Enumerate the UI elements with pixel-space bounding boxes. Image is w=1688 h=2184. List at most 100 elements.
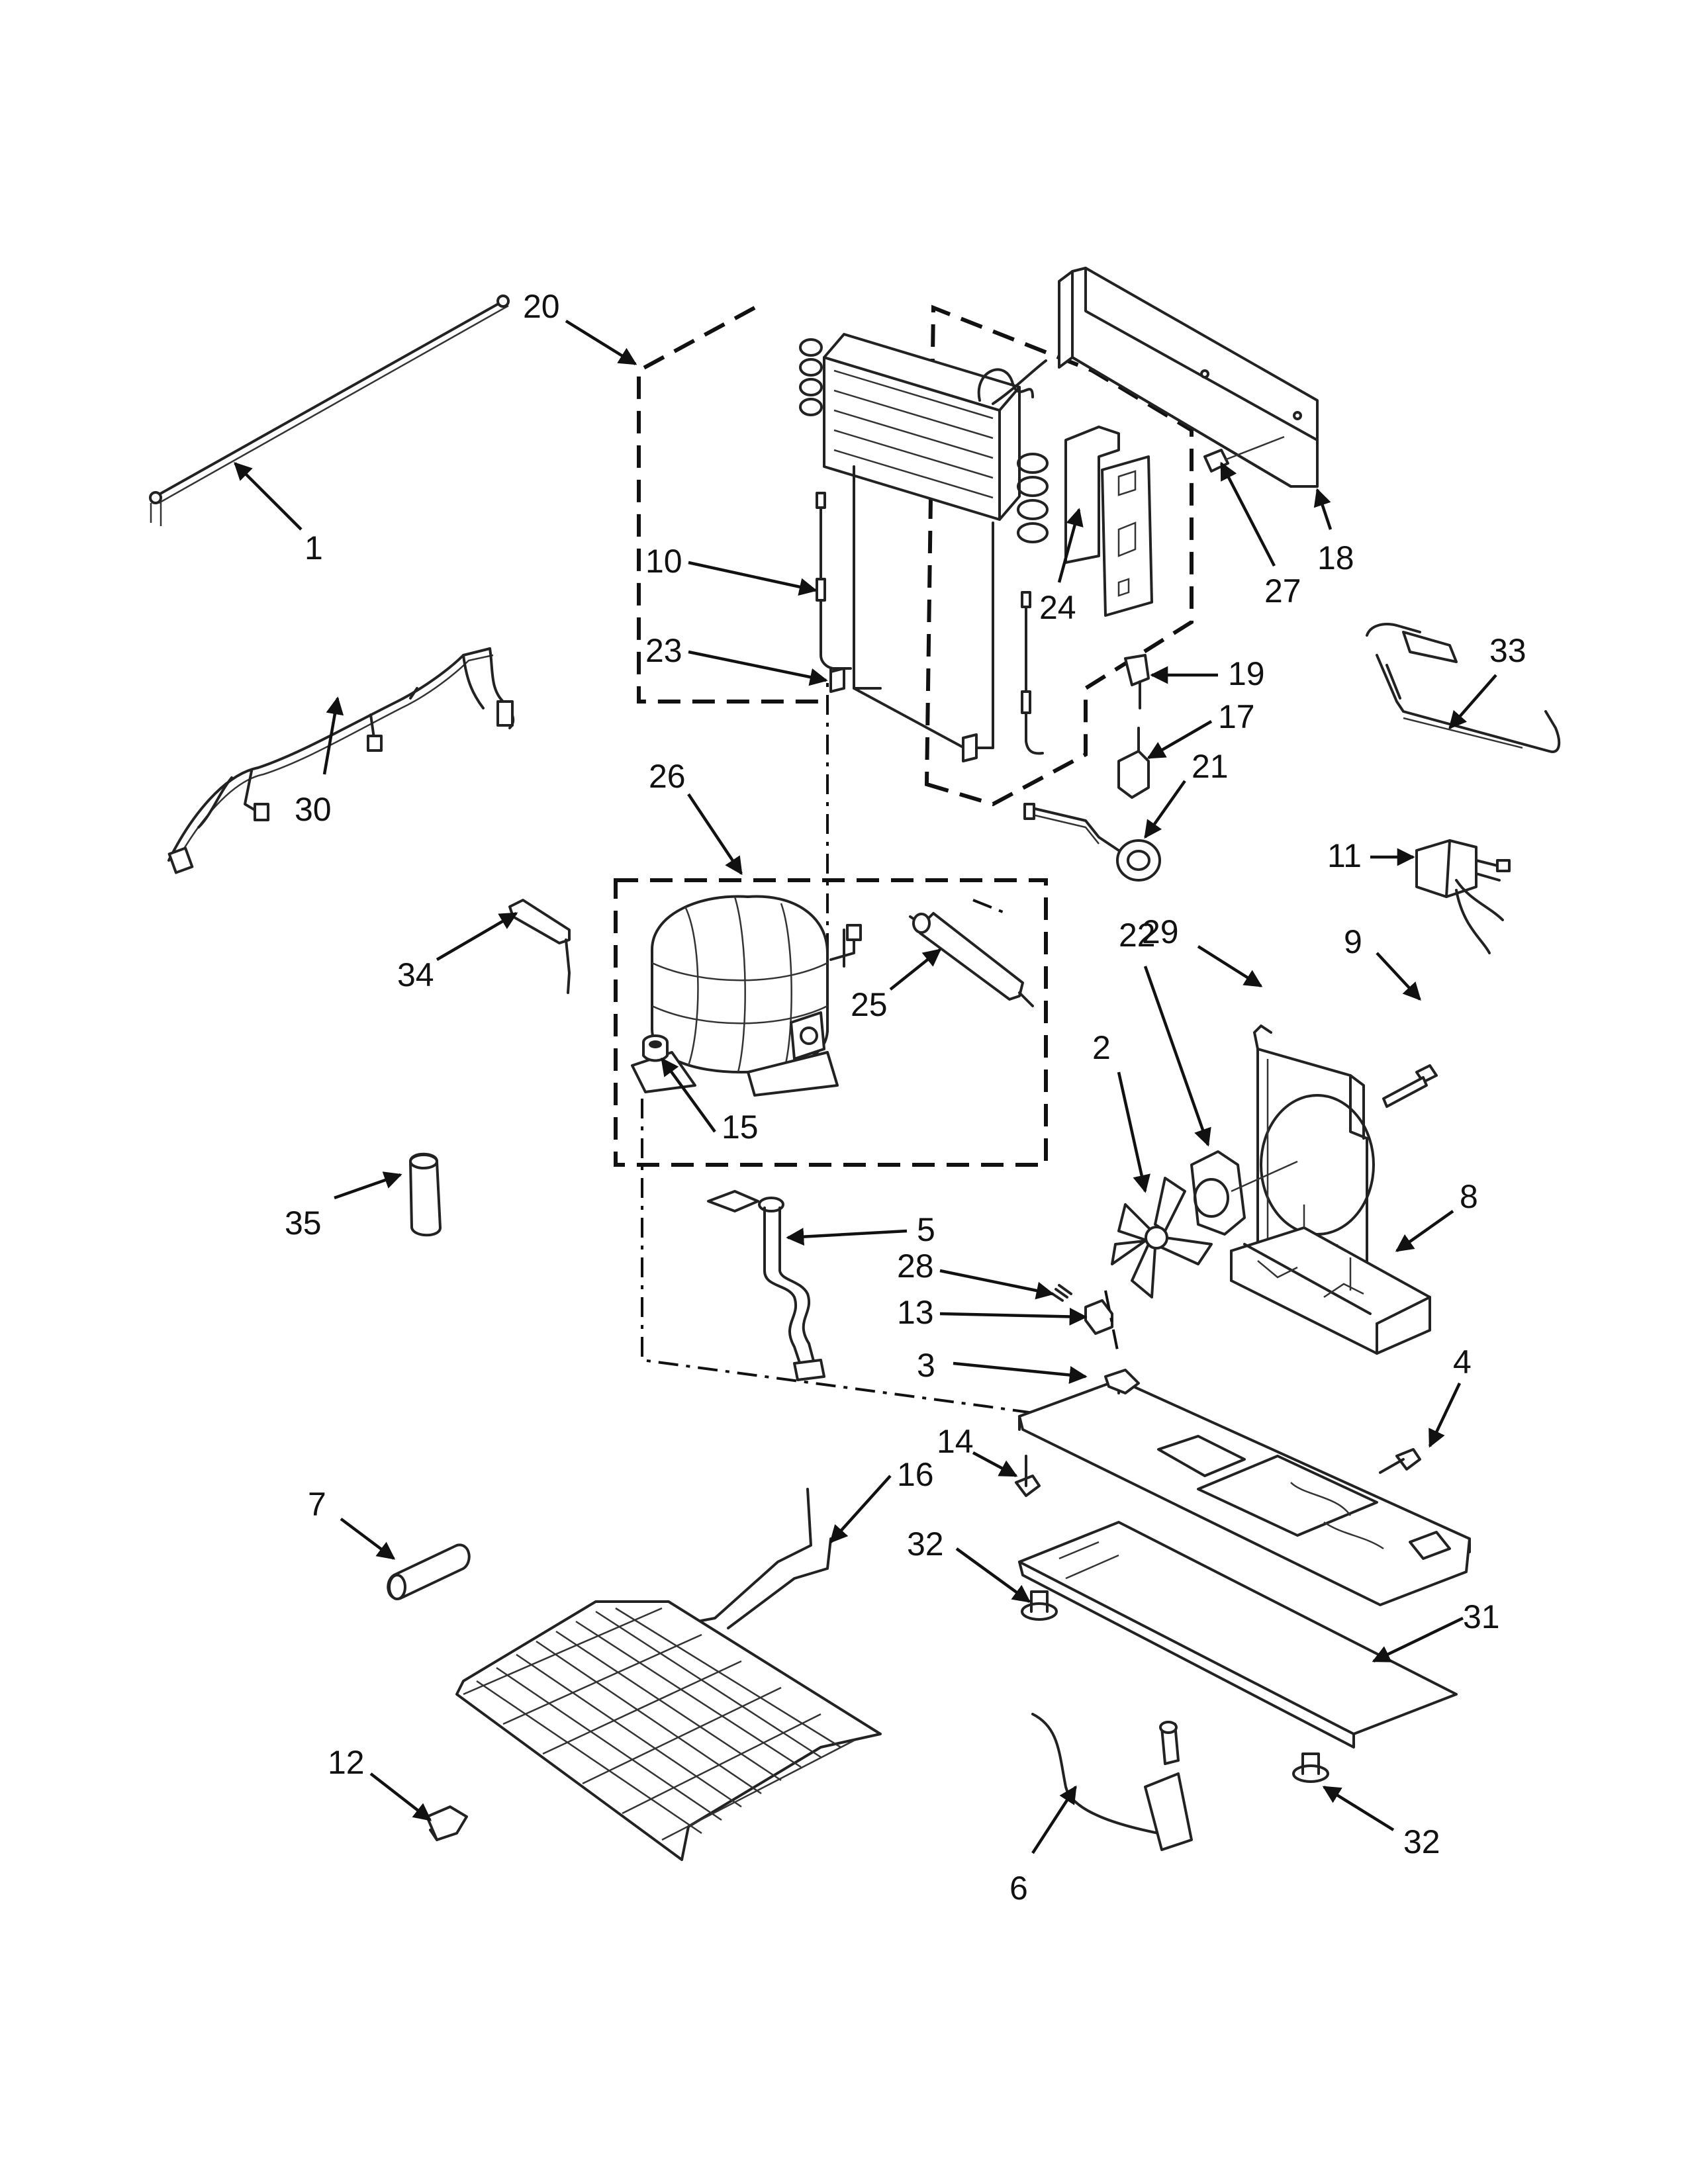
- callout-12: 12: [328, 1744, 365, 1781]
- callout-10: 10: [645, 543, 682, 580]
- part-28-spring: [1051, 1284, 1072, 1302]
- leader-33: [1448, 674, 1497, 730]
- callout-3: 3: [917, 1347, 935, 1384]
- leader-1: [234, 462, 303, 531]
- part-34-strap: [508, 899, 571, 994]
- leader-21: [1144, 780, 1186, 839]
- part-5-drain-tube: [707, 1190, 825, 1381]
- callout-35: 35: [285, 1205, 322, 1242]
- part-31-sheet: [1018, 1521, 1458, 1749]
- leader-34: [436, 912, 518, 961]
- callout-11: 11: [1327, 837, 1362, 874]
- part-23-clip: [829, 667, 978, 762]
- part-24-bracket: [1064, 426, 1153, 617]
- part-22-motor: [1190, 1150, 1298, 1236]
- leader-30: [322, 696, 344, 775]
- part-10-wire: [816, 492, 1044, 755]
- callout-7: 7: [308, 1486, 326, 1523]
- leader-7: [340, 1518, 396, 1560]
- leader-17: [1147, 720, 1213, 759]
- part-35-sleeve: [409, 1152, 442, 1237]
- part-17-bracket: [1117, 727, 1150, 799]
- leader-32a: [955, 1547, 1031, 1603]
- leader-24: [1057, 508, 1084, 583]
- callout-5: 5: [917, 1211, 935, 1248]
- part-21-sensor: [1023, 803, 1161, 882]
- part-33-tubing: [1366, 623, 1561, 753]
- callout-28: 28: [897, 1248, 934, 1285]
- leader-8: [1395, 1210, 1454, 1252]
- leader-15: [661, 1057, 716, 1133]
- group-26-outline: [614, 878, 1048, 1167]
- part-13-grommet: [1084, 1290, 1120, 1357]
- part-7-tube: [387, 1543, 471, 1600]
- leader-31: [1372, 1616, 1464, 1663]
- part-16-evaporator: [455, 1488, 882, 1861]
- callout-34: 34: [397, 956, 434, 993]
- callout-19: 19: [1228, 655, 1265, 692]
- callout-25: 25: [851, 986, 888, 1023]
- part-29-shroud: [1253, 1024, 1375, 1292]
- leader-3: [953, 1361, 1088, 1385]
- leader-5: [786, 1228, 908, 1246]
- callout-20: 20: [523, 288, 560, 325]
- callout-26: 26: [649, 758, 686, 795]
- leader-23: [688, 650, 828, 686]
- callout-33: 33: [1489, 632, 1526, 669]
- callout-9: 9: [1344, 923, 1362, 960]
- callout-22: 22: [1119, 917, 1156, 954]
- leader-arrows: [234, 320, 1497, 1854]
- part-20-condenser: [799, 333, 1049, 756]
- leader-28: [939, 1269, 1055, 1300]
- callout-16: 16: [897, 1456, 934, 1493]
- leader-10: [688, 561, 818, 596]
- part-4-screw: [1379, 1448, 1421, 1474]
- part-1-wire: [149, 295, 510, 526]
- callout-14: 14: [937, 1423, 974, 1460]
- leader-22: [1143, 966, 1211, 1147]
- callout-21: 21: [1192, 748, 1229, 785]
- callout-18: 18: [1317, 539, 1354, 576]
- leader-32b: [1322, 1786, 1395, 1831]
- callout-31: 31: [1463, 1598, 1500, 1635]
- callout-23: 23: [645, 632, 682, 669]
- part-32-foot-a: [1021, 1590, 1058, 1621]
- callout-17: 17: [1218, 698, 1255, 735]
- callout-6: 6: [1009, 1870, 1028, 1907]
- leader-20: [565, 320, 637, 365]
- leader-26: [687, 793, 743, 876]
- part-18-channel: [1058, 267, 1319, 488]
- part-11-control: [1415, 839, 1511, 954]
- callout-1: 1: [305, 529, 323, 567]
- part-8-tray: [1230, 1205, 1431, 1355]
- leader-6: [1031, 1785, 1077, 1854]
- leader-9: [1376, 952, 1421, 1001]
- callout-30: 30: [295, 791, 332, 828]
- callout-29: 29: [1142, 913, 1179, 950]
- leader-27: [1220, 461, 1276, 567]
- callout-labels: 1 2 3 4 5 6 7 8 9 10 11 12 13 14 15 16 1…: [285, 288, 1526, 1907]
- callout-13: 13: [897, 1294, 934, 1331]
- leader-13: [939, 1307, 1088, 1326]
- leader-12: [369, 1772, 432, 1821]
- leader-35: [334, 1171, 402, 1200]
- leader-14: [972, 1451, 1018, 1477]
- part-30-wire-harness: [167, 647, 515, 874]
- callout-8: 8: [1460, 1178, 1478, 1215]
- callout-2: 2: [1092, 1029, 1111, 1066]
- callout-24: 24: [1039, 589, 1076, 626]
- callout-27: 27: [1264, 572, 1301, 610]
- part-6-heater: [1031, 1713, 1193, 1851]
- part-3-base-plate: [1018, 1369, 1471, 1606]
- part-32-foot-b: [1292, 1752, 1329, 1783]
- part-19-thermistor: [1124, 654, 1150, 709]
- leader-2: [1117, 1071, 1150, 1193]
- callout-32b: 32: [1403, 1823, 1440, 1860]
- part-9-shaft: [1382, 1064, 1438, 1108]
- leader-16: [829, 1475, 892, 1544]
- leader-18: [1313, 488, 1333, 530]
- dashdot-connector-2: [826, 675, 1007, 1032]
- leader-29: [1197, 945, 1263, 987]
- part-25-drier: [909, 912, 1034, 1007]
